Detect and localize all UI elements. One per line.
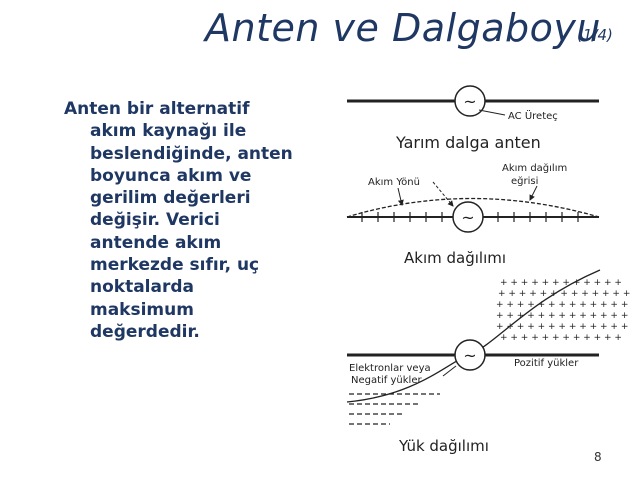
svg-text:+ + + + + + + + + + + + +: + + + + + + + + + + + + +	[496, 300, 628, 310]
svg-text:+ + + + + + + + + + + + +: + + + + + + + + + + + + +	[496, 322, 628, 332]
svg-text:+ + + + + + + + + + + +: + + + + + + + + + + + +	[500, 278, 622, 288]
body-line: noktalarda	[90, 277, 195, 298]
curve-leader	[529, 185, 538, 201]
positive-charges: + + + + + + + + + + + + + + + + + + + + …	[496, 278, 630, 343]
body-line: değerdedir.	[90, 321, 200, 342]
body-line: beslendiğinde, anten	[90, 143, 293, 164]
half-wave-label: Yarım dalga anten	[395, 133, 541, 152]
ac-source-symbol-2: ~	[461, 208, 474, 227]
current-direction-label: Akım Yönü	[368, 177, 420, 188]
current-curve-label-2: eğrisi	[511, 175, 538, 187]
ac-source-symbol: ~	[463, 92, 476, 111]
current-curve-label: Akım dağılım	[502, 162, 567, 174]
current-distribution-curve	[346, 197, 600, 218]
positive-charges-label: Pozitif yükler	[514, 358, 579, 369]
svg-text:+ + + + + + + + + + + + +: + + + + + + + + + + + + +	[498, 289, 630, 299]
ac-source-icon-3	[454, 339, 486, 371]
direction-leader-2	[432, 181, 454, 207]
body-line: gerilim değerleri	[90, 188, 251, 209]
body-line: değişir. Verici	[90, 210, 220, 231]
current-distribution-caption: Akım dağılımı	[404, 249, 506, 267]
negative-leader	[442, 365, 457, 377]
body-line: boyunca akım ve	[90, 165, 252, 186]
negative-charges-label-2: Negatif yükler	[351, 375, 422, 386]
negative-charges	[349, 393, 440, 425]
ac-source-icon-2	[452, 201, 484, 233]
ac-source-symbol-3: ~	[463, 346, 476, 365]
body-line: maksimum	[90, 299, 194, 320]
negative-charges-label: Elektronlar veya	[349, 363, 431, 374]
body-line: akım kaynağı ile	[90, 121, 247, 142]
ac-source-label: AC Üreteç	[508, 109, 558, 122]
charge-distribution-panel: + + + + + + + + + + + + + + + + + + + + …	[346, 269, 630, 455]
body-text: Anten bir alternatif akım kaynağı ile be…	[64, 98, 314, 343]
ac-source-leader	[478, 109, 506, 116]
body-line: antende akım	[90, 232, 222, 253]
ac-source-icon	[454, 85, 486, 117]
body-line: merkezde sıfır, uç	[90, 255, 260, 276]
slide-title-part: (1/4)	[577, 26, 613, 44]
page-number: 8	[594, 450, 602, 464]
slide-title: Anten ve Dalgaboyu	[205, 6, 601, 50]
current-arrows	[361, 212, 579, 222]
direction-leader	[397, 187, 404, 206]
svg-text:+ + + + + + + + + + + +: + + + + + + + + + + + +	[500, 333, 622, 343]
half-wave-antenna-panel: ~ AC Üreteç Yarım dalga anten Akım dağıl…	[346, 85, 600, 267]
body-line: Anten bir alternatif	[64, 99, 250, 119]
svg-text:+ + + + + + + + + + + + +: + + + + + + + + + + + + +	[496, 311, 628, 321]
charge-distribution-caption: Yük dağılımı	[398, 437, 489, 455]
